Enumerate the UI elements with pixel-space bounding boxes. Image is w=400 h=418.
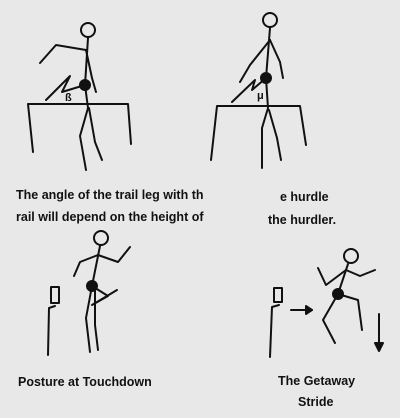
figure-touchdown	[47, 230, 131, 356]
front-arm-3	[97, 246, 131, 263]
hip-joint-4	[332, 288, 344, 300]
head-1	[80, 22, 96, 38]
forward-arrow-head	[305, 305, 313, 315]
lead-leg-2b	[268, 109, 282, 161]
angle-mu-symbol: μ	[257, 90, 264, 102]
front-arm-4	[345, 269, 376, 277]
hurdle-board-4	[273, 287, 283, 303]
lead-leg-4	[337, 293, 363, 331]
support-leg-3	[85, 285, 93, 353]
trail-leg-3	[91, 285, 118, 306]
caption-getaway-line2: Stride	[298, 395, 334, 409]
drive-leg-4	[322, 293, 339, 344]
hurdle-1	[27, 103, 132, 153]
hip-joint-3	[86, 280, 98, 292]
hip-joint-1	[79, 79, 91, 91]
hurdle-2	[210, 105, 307, 161]
hurdle-4	[269, 304, 280, 358]
back-arm-1	[39, 44, 87, 64]
figure-trail-leg-beta	[27, 22, 132, 171]
front-arm-1	[85, 49, 97, 93]
torso-2	[265, 27, 271, 79]
caption-getaway-line1: The Getaway	[278, 374, 356, 388]
back-arm-2	[239, 39, 271, 83]
hurdle-3	[47, 305, 56, 356]
lead-leg-1b	[88, 107, 103, 161]
lead-leg-1	[79, 84, 89, 171]
support-leg-3b	[94, 289, 99, 351]
lead-leg-2	[261, 77, 269, 169]
hip-joint-2	[260, 72, 272, 84]
head-3	[93, 230, 109, 246]
front-arm-2	[269, 39, 284, 79]
head-2	[262, 12, 278, 28]
caption-touchdown: Posture at Touchdown	[18, 375, 152, 389]
caption-left-line2: rail will depend on the height of	[16, 210, 204, 224]
back-arm-4	[317, 267, 347, 286]
caption-right-line1: e hurdle	[280, 190, 329, 204]
trail-leg-1	[45, 75, 86, 101]
back-arm-3	[73, 254, 99, 277]
figure-trail-leg-mu	[210, 12, 307, 169]
caption-left-line1: The angle of the trail leg with th	[16, 188, 204, 202]
head-4	[343, 248, 359, 264]
figure-getaway-stride	[269, 248, 384, 358]
angle-beta-symbol: ß	[65, 92, 72, 104]
caption-right-line2: the hurdler.	[268, 213, 337, 227]
torso-1	[84, 37, 89, 86]
torso-3	[91, 245, 101, 287]
down-arrow-head	[374, 342, 384, 352]
hurdle-board-3	[50, 286, 60, 304]
trail-leg-2	[231, 77, 267, 103]
